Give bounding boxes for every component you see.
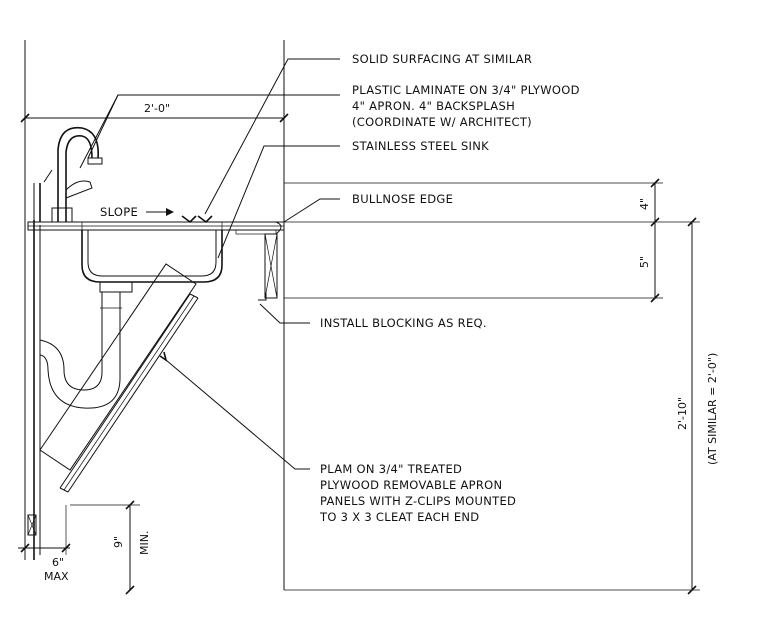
dim-knee-label: 9" xyxy=(112,536,125,548)
note-sink-text: STAINLESS STEEL SINK xyxy=(352,139,489,153)
dim-height: 2'-10" (AT SIMILAR = 2'-0") xyxy=(676,217,719,595)
note-solid-surfacing-text: SOLID SURFACING AT SIMILAR xyxy=(352,52,532,66)
slope-label: SLOPE xyxy=(100,205,138,219)
dim-backsplash: 4" xyxy=(638,178,660,227)
blocking xyxy=(258,233,278,301)
wall-lines xyxy=(24,40,285,590)
note-plam-line3: (COORDINATE W/ ARCHITECT) xyxy=(352,115,532,129)
dim-height-alt-label: (AT SIMILAR = 2'-0") xyxy=(706,353,719,465)
dim-toe: 6" MAX xyxy=(18,505,71,583)
note-apron-line2: PLYWOOD REMOVABLE APRON xyxy=(320,478,502,492)
dim-toe-suffix: MAX xyxy=(44,570,69,583)
countertop xyxy=(27,183,285,235)
note-plastic-laminate: PLASTIC LAMINATE ON 3/4" PLYWOOD 4" APRO… xyxy=(79,83,580,169)
base-cleat xyxy=(27,514,37,536)
note-plam-line2: 4" APRON. 4" BACKSPLASH xyxy=(352,99,515,113)
dim-knee-clearance: 9" MIN. xyxy=(70,500,151,595)
note-plam-line1: PLASTIC LAMINATE ON 3/4" PLYWOOD xyxy=(352,83,580,97)
extension-lines xyxy=(284,182,700,591)
note-apron-line3: PANELS WITH Z-CLIPS MOUNTED xyxy=(320,494,516,508)
note-bullnose-text: BULLNOSE EDGE xyxy=(352,192,453,206)
note-apron-line1: PLAM ON 3/4" TREATED xyxy=(320,462,462,476)
note-solid-surfacing: SOLID SURFACING AT SIMILAR xyxy=(204,52,532,215)
slope-indicator: SLOPE xyxy=(100,205,213,224)
dim-width: 2'-0" xyxy=(20,102,289,123)
sink-bowl xyxy=(81,230,223,293)
dim-knee-suffix: MIN. xyxy=(138,531,151,555)
note-blocking-text: INSTALL BLOCKING AS REQ. xyxy=(320,316,487,330)
dim-height-label: 2'-10" xyxy=(676,397,689,430)
dim-toe-label: 6" xyxy=(52,556,64,569)
note-stainless-sink: STAINLESS STEEL SINK xyxy=(217,139,489,259)
note-apron-line4: TO 3 X 3 CLEAT EACH END xyxy=(319,510,479,524)
note-apron-panels: PLAM ON 3/4" TREATED PLYWOOD REMOVABLE A… xyxy=(159,351,516,524)
dim-width-label: 2'-0" xyxy=(144,102,170,115)
p-trap xyxy=(39,292,122,409)
bullnose-edge xyxy=(275,221,282,235)
dim-apron-label: 5" xyxy=(638,256,651,268)
dim-backsplash-label: 4" xyxy=(638,198,651,210)
apron-panel xyxy=(39,263,199,493)
note-blocking: INSTALL BLOCKING AS REQ. xyxy=(259,303,487,330)
dim-apron: 5" xyxy=(638,222,660,303)
note-bullnose: BULLNOSE EDGE xyxy=(283,192,453,223)
